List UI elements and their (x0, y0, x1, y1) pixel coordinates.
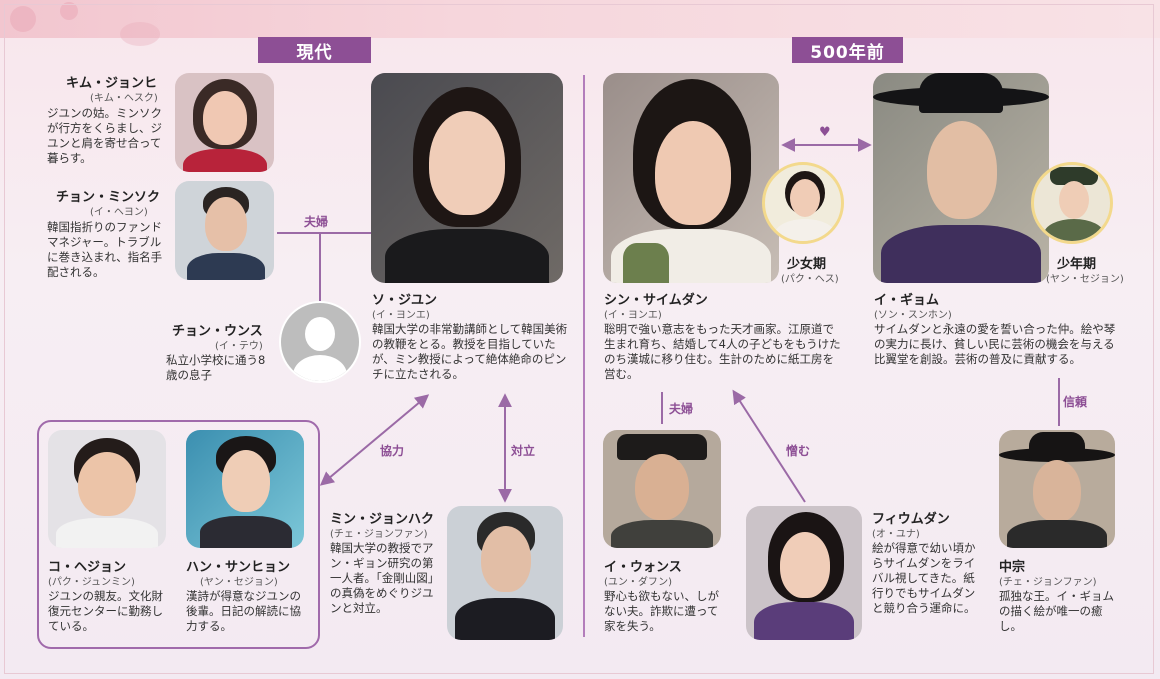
name-chungjong: 中宗 (999, 560, 1026, 575)
name-girl-period: 少女期 (787, 257, 827, 272)
actor-chon-wuns: (イ・テウ) (215, 341, 263, 352)
desc-chon-minsok: 韓国指折りのファンドマネジャー。トラブルに巻き込まれ、指名手配される。 (47, 220, 163, 279)
header-present: 現代 (258, 37, 371, 63)
actor-chungjong: (チェ・ジョンファン) (999, 577, 1097, 588)
name-chon-wuns: チョン・ウンス (172, 324, 263, 339)
photo-min-jonghak (447, 506, 563, 640)
name-kim-jonghi: キム・ジョンヒ (66, 76, 158, 91)
blossom-decoration (120, 22, 160, 46)
avatar-chon-wuns (279, 301, 361, 383)
line-fuufu-vertical (319, 233, 321, 301)
desc-han-sanhyon: 漢詩が得意なジユンの後輩。日記の解読に協力する。 (186, 589, 301, 633)
name-i-wonsu: イ・ウォンス (604, 560, 682, 575)
avatar-boy-period (1031, 162, 1113, 244)
line-shinrai (1058, 378, 1060, 426)
label-fuufu-past: 夫婦 (669, 402, 694, 416)
page-frame (4, 4, 1154, 674)
actor-girl-period: (パク・ヘス) (781, 274, 839, 285)
name-shin-saimdang: シン・サイムダン (604, 293, 708, 308)
era-divider (583, 75, 585, 637)
desc-shin-saimdang: 聡明で強い意志をもった天才画家。江原道で生まれ育ち、結婚して4人の子どもをもうけ… (604, 322, 841, 381)
name-fiumdang: フィウムダン (872, 512, 950, 527)
photo-i-gyom (873, 73, 1049, 283)
actor-chon-minsok: (イ・ヘヨン) (90, 207, 148, 218)
actor-so-jiyun: (イ・ヨンエ) (372, 310, 430, 321)
desc-i-wonsu: 野心も欲もない、しがない夫。詐欺に遭って家を失う。 (604, 589, 719, 633)
actor-i-wonsu: (ユン・ダフン) (604, 577, 673, 588)
desc-kim-jonghi: ジユンの姑。ミンソクが行方をくらまし、ジユンと肩を寄せ合って暮らす。 (47, 106, 162, 165)
actor-shin-saimdang: (イ・ヨンエ) (604, 310, 662, 321)
name-i-gyom: イ・ギョム (874, 293, 940, 308)
label-shinrai: 信頼 (1063, 395, 1088, 409)
desc-i-gyom: サイムダンと永遠の愛を誓い合った仲。絵や琴の実力に長け、貧しい民に芸術の機会を与… (874, 322, 1116, 366)
name-min-jonghak: ミン・ジョンハク (330, 512, 435, 527)
photo-chon-minsok (175, 181, 274, 280)
actor-min-jonghak: (チェ・ジョンファン) (330, 529, 428, 540)
photo-i-wonsu (603, 430, 721, 548)
desc-ko-hejon: ジユンの親友。文化財復元センターに勤務している。 (48, 589, 163, 633)
desc-chungjong: 孤独な王。イ・ギョムの描く絵が唯一の癒し。 (999, 589, 1114, 633)
actor-kim-jonghi: (キム・ヘスク) (90, 93, 158, 104)
label-tairitsu: 対立 (511, 444, 536, 458)
photo-kim-jonghi (175, 73, 274, 172)
top-band (0, 0, 1160, 38)
avatar-girl-period (762, 162, 844, 244)
actor-han-sanhyon: (ヤン・セジョン) (200, 577, 278, 588)
label-fuufu-present: 夫婦 (304, 215, 329, 229)
name-han-sanhyon: ハン・サンヒョン (186, 560, 291, 575)
photo-chungjong (999, 430, 1115, 548)
desc-so-jiyun: 韓国大学の非常勤講師として韓国美術の教鞭をとる。教授を目指していたが、ミン教授に… (372, 322, 568, 381)
actor-boy-period: (ヤン・セジョン) (1046, 274, 1124, 285)
desc-fiumdang: 絵が得意で幼い頃からサイムダンをライバル視してきた。紙行りでもサイムダンと競り合… (872, 541, 976, 615)
name-so-jiyun: ソ・ジユン (372, 293, 438, 308)
arrow-kyouryoku (319, 394, 430, 486)
actor-i-gyom: (ソン・スンホン) (874, 310, 952, 321)
arrow-nikumu (732, 389, 806, 503)
photo-so-jiyun (371, 73, 563, 283)
photo-fiumdang (746, 506, 862, 640)
friends-box (37, 420, 320, 649)
blossom-decoration (10, 6, 36, 32)
header-past: 500年前 (792, 37, 903, 63)
name-chon-minsok: チョン・ミンソク (56, 190, 161, 205)
photo-ko-hejon (48, 430, 166, 548)
actor-ko-hejon: (パク・ジュンミン) (48, 577, 135, 588)
desc-chon-wuns: 私立小学校に通う8歳の息子 (166, 353, 266, 382)
name-boy-period: 少年期 (1057, 257, 1097, 272)
heart-icon: ♥ (819, 125, 831, 140)
blossom-decoration (60, 2, 78, 20)
name-ko-hejon: コ・ヘジョン (48, 560, 127, 575)
actor-fiumdang: (オ・ユナ) (872, 529, 920, 540)
photo-han-sanhyon (186, 430, 304, 548)
line-fuufu-past (661, 392, 663, 424)
photo-shin-saimdang (603, 73, 779, 283)
label-nikumu: 憎む (786, 444, 811, 458)
line-fuufu-horizontal (277, 232, 371, 234)
desc-min-jonghak: 韓国大学の教授でアン・ギョン研究の第一人者。「金剛山図」の真偽をめぐりジユンと対… (330, 541, 440, 615)
